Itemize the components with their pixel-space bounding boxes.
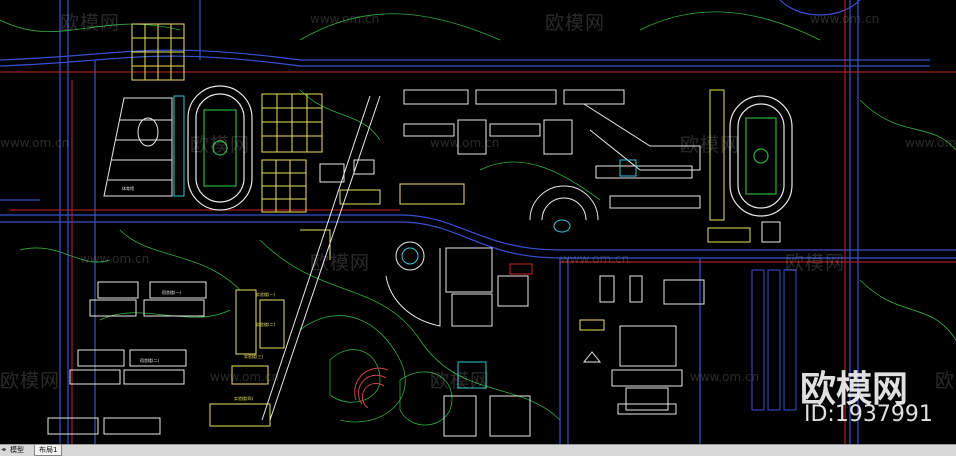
tab-model[interactable]: 模型 — [6, 445, 28, 456]
label-dorm-b: 宿舍楼(二) — [140, 357, 160, 363]
diagonal-road — [261, 95, 381, 421]
dorms-left — [47, 281, 207, 435]
running-track-right — [729, 95, 793, 217]
buildings-bottom-center — [443, 361, 531, 437]
parking-lots — [751, 269, 797, 411]
courts-grid — [261, 93, 323, 213]
label-lab-c: 实验楼(三) — [244, 353, 264, 359]
landscape-lines — [0, 11, 956, 426]
tab-layout-1[interactable]: 布局1 — [34, 445, 63, 456]
label-lab-d: 实验楼(四) — [234, 395, 254, 401]
courts-top — [131, 23, 185, 81]
road-network — [0, 0, 956, 444]
tab-scroll-arrows-icon[interactable]: ◂▸ — [1, 446, 8, 453]
lab-buildings — [209, 229, 331, 427]
label-gym: 体育馆 — [122, 185, 134, 191]
brand-logo-text: 欧模网 — [800, 369, 909, 410]
site-plan-drawing: 体育馆 实验楼(一) 实验楼(二) 实验楼(三) 实验楼(四) 宿舍楼(一) 宿… — [0, 0, 956, 444]
teaching-blocks — [319, 89, 701, 209]
gym-building — [103, 95, 185, 197]
label-lab-b: 实验楼(二) — [256, 321, 276, 327]
running-track-left — [187, 85, 253, 211]
brand-id-text: ID:1937991 — [804, 402, 933, 427]
cad-model-space[interactable]: 体育馆 实验楼(一) 实验楼(二) 实验楼(三) 实验楼(四) 宿舍楼(一) 宿… — [0, 0, 956, 444]
layout-tab-bar: ◂▸ 模型 布局1 — [0, 444, 956, 456]
complex-lower-right — [579, 275, 705, 415]
plan-label-layer: 体育馆 实验楼(一) 实验楼(二) 实验楼(三) 实验楼(四) 宿舍楼(一) 宿… — [122, 185, 276, 401]
label-dorm-a: 宿舍楼(一) — [162, 289, 182, 295]
amphitheatre — [354, 367, 389, 409]
central-plaza — [385, 241, 533, 327]
red-boundary — [0, 0, 956, 444]
buildings-right — [707, 89, 781, 243]
library — [529, 185, 599, 233]
label-lab-a: 实验楼(一) — [256, 291, 276, 297]
